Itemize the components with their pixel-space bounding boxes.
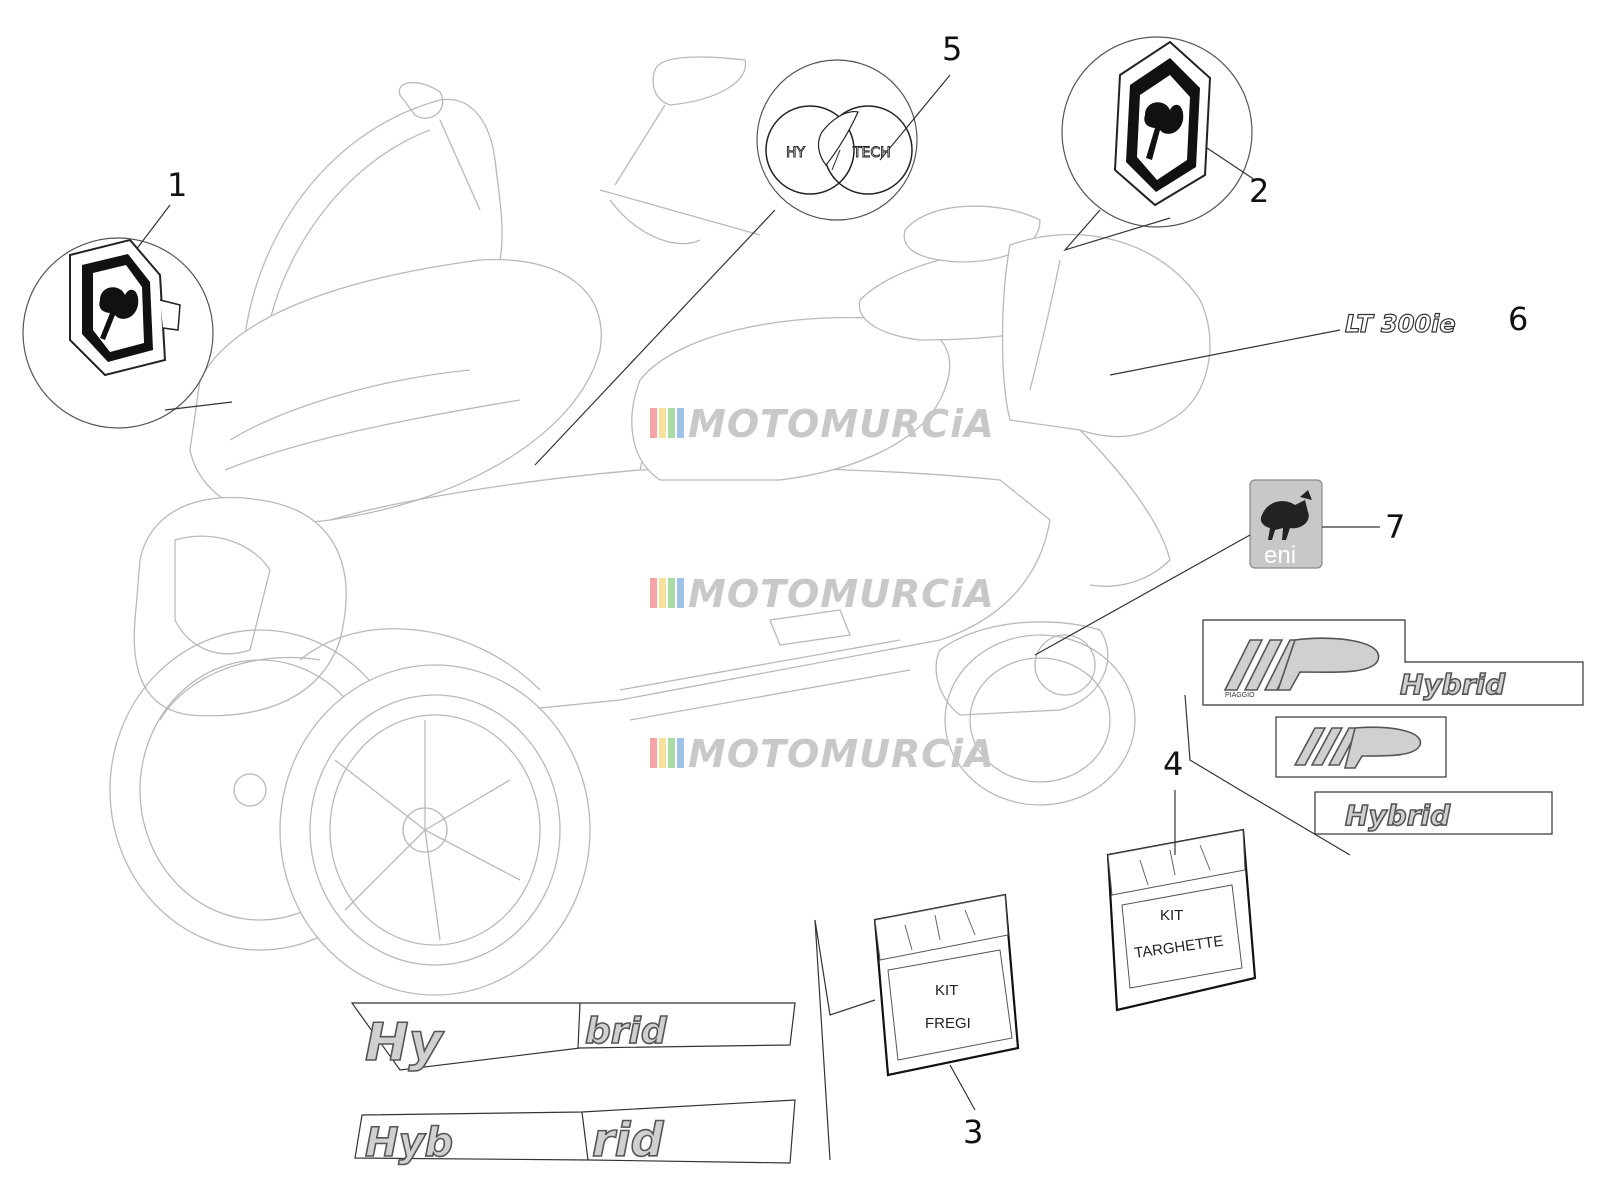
leader-line bbox=[534, 209, 776, 466]
six-legged-dog-icon bbox=[1260, 490, 1312, 540]
leader-line bbox=[1063, 209, 1171, 252]
hytech-hy-label: HY bbox=[786, 145, 806, 161]
mp3-hybrid-big-word: Hybrid bbox=[1400, 668, 1506, 701]
part-7-group[interactable]: eni 7 bbox=[1034, 479, 1405, 656]
leader-line bbox=[814, 919, 876, 1161]
hybrid-stripe-top bbox=[350, 1002, 796, 1071]
watermark-1: MOTOMURCiA bbox=[650, 402, 995, 446]
kit-fregi-line2: FREGI bbox=[925, 1015, 971, 1032]
callout-4: 4 bbox=[1163, 745, 1183, 783]
watermark-text: MOTOMURCiA bbox=[688, 572, 995, 616]
mp3-hybrid-decals: Hybrid PIAGGIO Hybrid bbox=[1184, 619, 1584, 856]
leader-line bbox=[164, 401, 233, 411]
hybrid-plate-decal bbox=[1314, 791, 1553, 835]
watermark-text: MOTOMURCiA bbox=[688, 402, 995, 446]
watermark-text: MOTOMURCiA bbox=[688, 732, 995, 776]
mp3-logo-icon bbox=[1223, 637, 1380, 691]
scooter-drawing bbox=[109, 56, 1211, 996]
hybrid-stripe-bottom-left-text: Hyb bbox=[365, 1120, 453, 1166]
callout-2: 2 bbox=[1249, 172, 1269, 210]
lt-300ie-badge: LT 300ie bbox=[1345, 310, 1456, 338]
watermark-3: MOTOMURCiA bbox=[650, 732, 995, 776]
part-6-group[interactable]: LT 300ie 6 bbox=[1109, 300, 1528, 376]
leader-line bbox=[1034, 534, 1251, 656]
callout-7: 7 bbox=[1385, 508, 1405, 546]
leader-line bbox=[1184, 694, 1351, 856]
part-1-group[interactable]: 1 bbox=[22, 166, 233, 429]
hytech-logo-icon bbox=[765, 105, 913, 195]
part-5-group[interactable]: HY TECH 5 bbox=[534, 30, 962, 466]
part-4-group[interactable]: KIT TARGHETTE 4 bbox=[1106, 745, 1257, 1012]
hytech-tech-label: TECH bbox=[852, 145, 891, 161]
hybrid-stripe-bottom-right-text: rid bbox=[592, 1113, 664, 1167]
part-3-group[interactable]: KIT FREGI 3 bbox=[814, 893, 1020, 1161]
callout-6: 6 bbox=[1508, 300, 1528, 338]
leader-line bbox=[949, 1064, 976, 1111]
leader-line bbox=[1109, 329, 1341, 376]
part-2-group[interactable]: 2 bbox=[1061, 36, 1269, 252]
leader-line bbox=[879, 74, 951, 161]
hybrid-stripe-decals: Hy brid Hyb rid bbox=[350, 1002, 796, 1168]
piaggio-small-label: PIAGGIO bbox=[1225, 692, 1255, 699]
callout-5: 5 bbox=[942, 30, 962, 68]
wheel-spokes bbox=[334, 720, 521, 941]
kit-fregi-line1: KIT bbox=[935, 982, 958, 999]
kit-targhette-line1: KIT bbox=[1160, 907, 1183, 924]
eni-label: eni bbox=[1264, 542, 1296, 569]
watermark-2: MOTOMURCiA bbox=[650, 572, 995, 616]
callout-3: 3 bbox=[963, 1113, 983, 1151]
hybrid-stripe-top-left-text: Hy bbox=[365, 1013, 445, 1073]
hybrid-stripe-top-right-text: brid bbox=[585, 1011, 668, 1052]
mp3-logo-icon bbox=[1293, 726, 1422, 769]
piaggio-emblem-icon bbox=[69, 238, 181, 377]
callout-1: 1 bbox=[167, 166, 187, 204]
piaggio-emblem-icon bbox=[1113, 40, 1212, 207]
hybrid-plate-word: Hybrid bbox=[1345, 799, 1451, 832]
